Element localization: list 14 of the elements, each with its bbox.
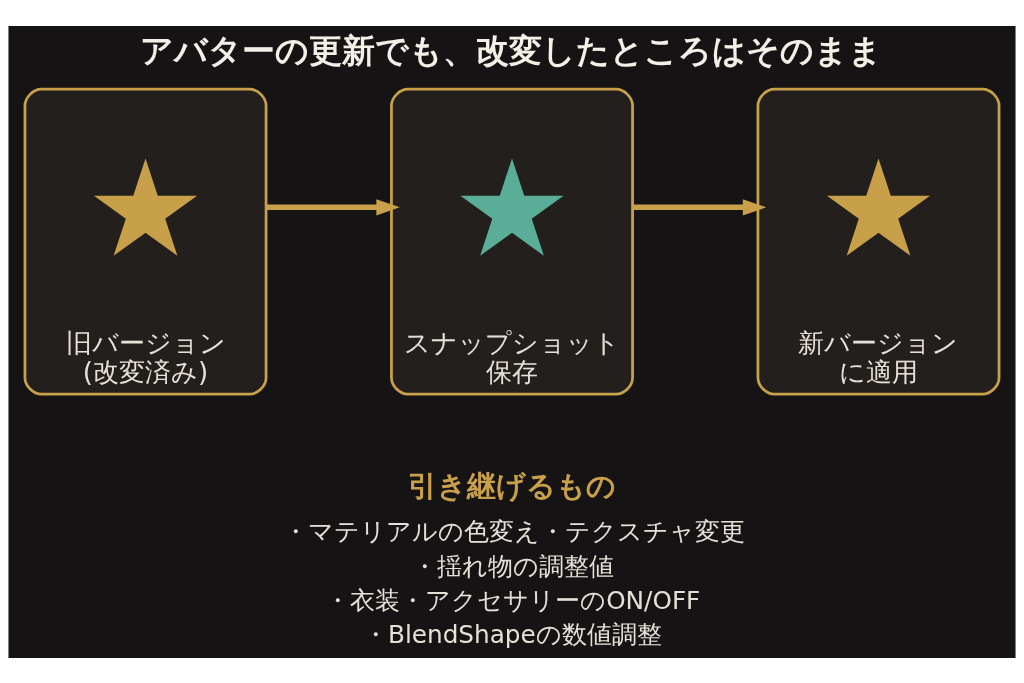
node-star <box>93 157 198 256</box>
node-star <box>826 157 931 256</box>
label: 引き継げるもの <box>408 468 617 503</box>
arrow <box>632 198 767 216</box>
cluster: スナップショット保存 <box>390 87 634 396</box>
label: ・BlendShapeの数値調整 <box>362 619 662 649</box>
cluster: 旧バージョン(改変済み) <box>23 87 268 396</box>
label: ・衣装・アクセサリーのON/OFF <box>325 585 701 615</box>
diagram-title: アバターの更新でも、改変したところはそのまま <box>140 30 883 70</box>
node-star <box>460 157 564 256</box>
label: ・揺れ物の調整値 <box>411 551 614 581</box>
label: ・マテリアルの色変え・テクスチャ変更 <box>282 516 745 546</box>
arrow <box>266 198 400 216</box>
cluster: 新バージョンに適用 <box>756 87 1001 396</box>
